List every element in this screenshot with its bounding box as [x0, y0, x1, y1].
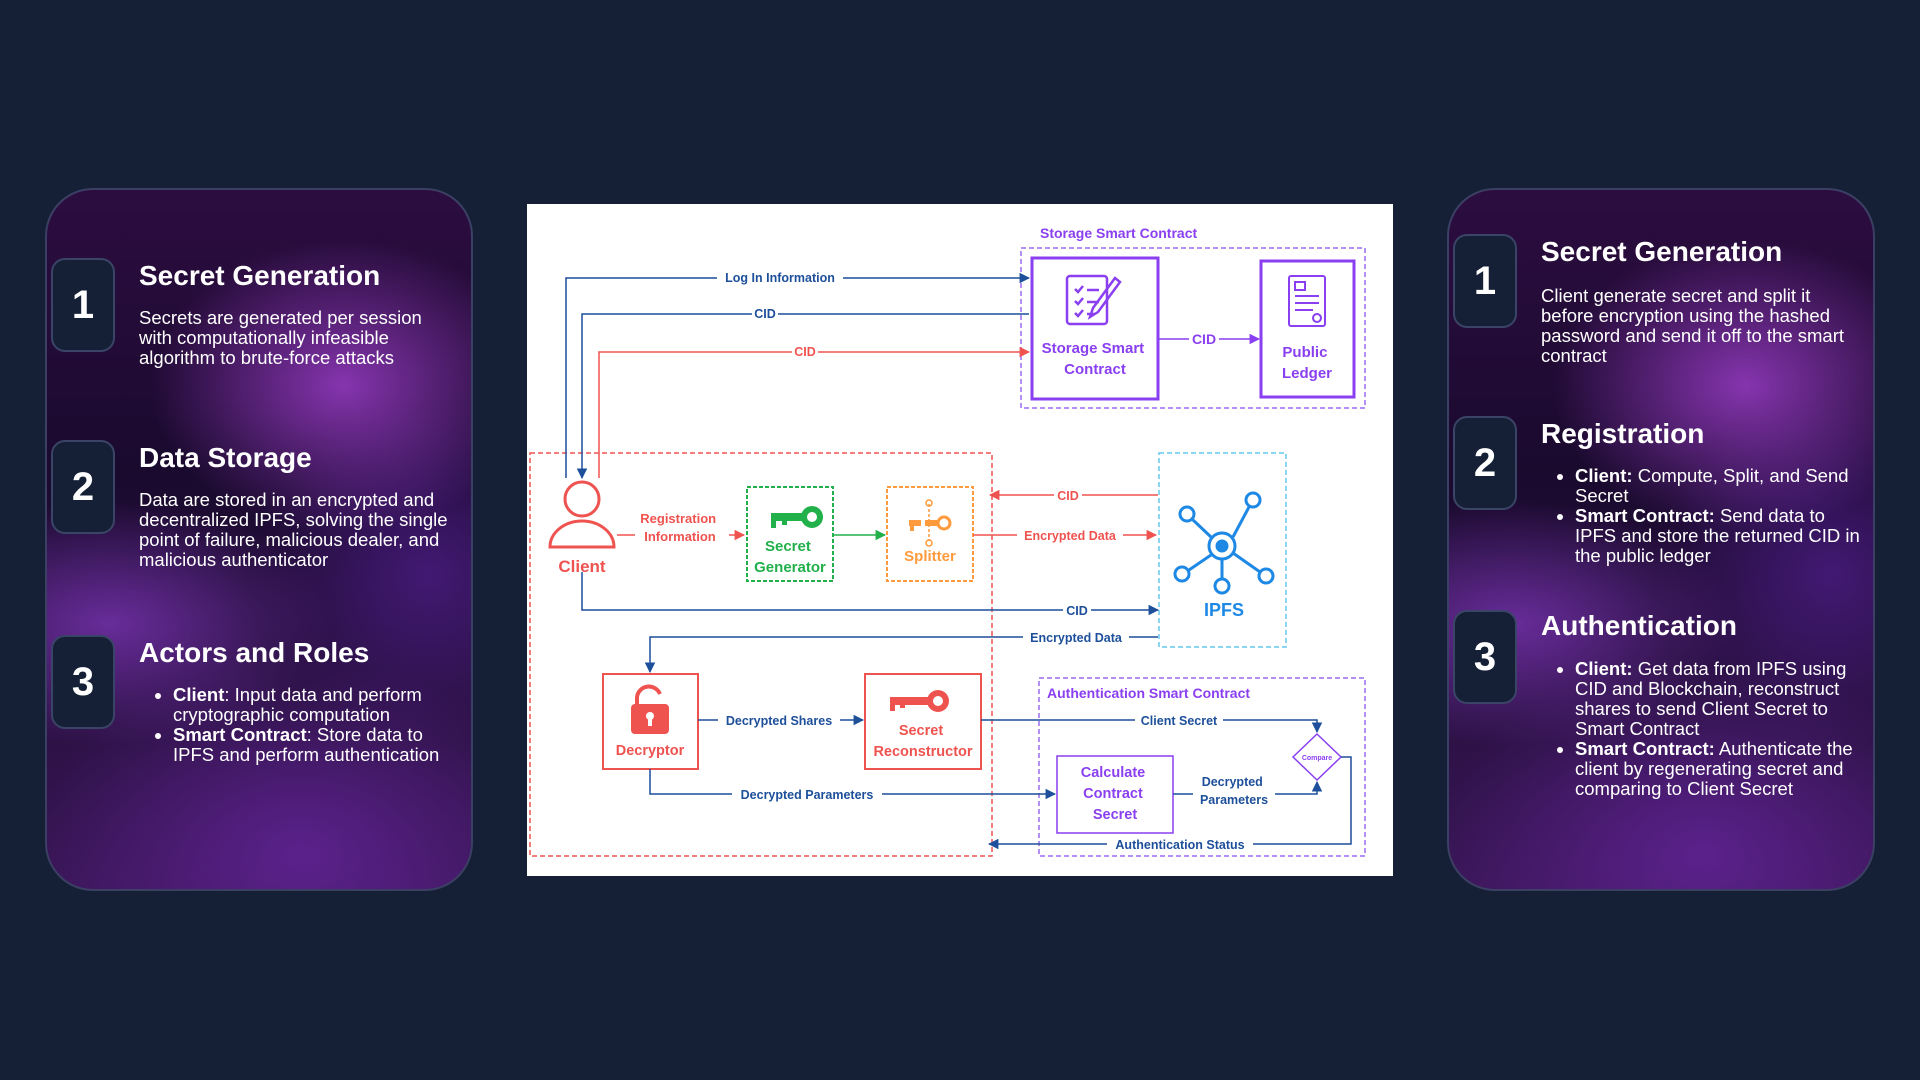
client-group — [529, 452, 993, 857]
public-ledger-node — [1259, 259, 1356, 399]
cid-red-label: CID — [794, 345, 816, 359]
storage-contract-node — [1030, 256, 1160, 401]
cid-ledger-label: CID — [1192, 331, 1216, 347]
cid-blue-arrow — [576, 313, 1029, 480]
client-secret-arrow — [981, 719, 1323, 734]
bullet-item: Client: Compute, Split, and Send Secret — [1575, 466, 1861, 506]
decrypted-parameters-2-label: Decrypted Parameters — [1200, 775, 1268, 807]
step-number-badge: 1 — [1453, 234, 1517, 328]
client-label: Client — [558, 557, 606, 576]
client-user-icon — [548, 480, 616, 549]
secret-generator-label: Secret Generator — [754, 538, 826, 576]
public-ledger-label: Public Ledger — [1282, 344, 1332, 382]
section-body: Client generate secret and split it befo… — [1541, 285, 1845, 366]
secret-reconstructor-label: Secret Reconstructor — [873, 723, 972, 760]
step-number-badge: 2 — [1453, 416, 1517, 510]
auth-group-label: Authentication Smart Contract — [1047, 685, 1250, 701]
step-number-badge: 2 — [51, 440, 115, 534]
secret-reconstructor-node — [864, 673, 982, 770]
decrypted-parameters-arrow — [649, 769, 1057, 800]
section-title: Secret Generation — [139, 260, 381, 291]
calculate-contract-secret-label: Calculate Contract Secret — [1081, 765, 1150, 823]
storage-group-label: Storage Smart Contract — [1040, 225, 1197, 241]
authentication-status-label: Authentication Status — [1115, 838, 1244, 852]
bullet-item: Smart Contract: Authenticate the client … — [1575, 739, 1861, 799]
bullet-item: Client: Input data and perform cryptogra… — [173, 685, 459, 725]
bullet-item: Smart Contract: Send data to IPFS and st… — [1575, 506, 1861, 566]
ledger-icon — [1288, 275, 1326, 327]
encrypted-to-ipfs-label: Encrypted Data — [1024, 529, 1117, 543]
left-info-panel: 1 Secret Generation Secrets are generate… — [45, 188, 473, 891]
cid-to-ipfs-arrow — [581, 572, 1160, 616]
section-title: Registration — [1541, 418, 1705, 449]
cid-red-arrow — [598, 346, 1031, 478]
section-title: Secret Generation — [1541, 236, 1783, 267]
encrypted-from-ipfs-arrow — [644, 636, 1158, 674]
calculate-contract-secret-node — [1056, 755, 1174, 834]
section-title: Actors and Roles — [139, 637, 370, 668]
log-in-label: Log In Information — [725, 271, 835, 285]
section-title: Data Storage — [139, 442, 312, 473]
step-number-badge: 1 — [51, 258, 115, 352]
ipfs-label: IPFS — [1204, 600, 1244, 620]
cid-from-ipfs-label: CID — [1057, 489, 1079, 503]
log-in-arrow — [565, 272, 1031, 478]
contract-icon — [1065, 274, 1122, 326]
right-info-panel: 1 Secret Generation Client generate secr… — [1447, 188, 1875, 891]
bullet-item: Smart Contract: Store data to IPFS and p… — [173, 725, 459, 765]
section-body: Secrets are generated per session with c… — [139, 307, 422, 368]
decrypted-shares-label: Decrypted Shares — [726, 714, 832, 728]
architecture-diagram: Storage Smart Contract Authentication Sm… — [527, 204, 1393, 876]
decryptor-label: Decryptor — [616, 743, 685, 759]
compare-label: Compare — [1302, 755, 1332, 762]
cid-to-ipfs-label: CID — [1066, 604, 1088, 618]
decrypted-parameters-label: Decrypted Parameters — [741, 788, 874, 802]
auth-contract-group — [1038, 677, 1366, 857]
splitter-label: Splitter — [904, 548, 956, 565]
ipfs-network-icon — [1173, 491, 1275, 595]
unlock-icon — [631, 684, 669, 734]
encrypted-from-ipfs-label: Encrypted Data — [1030, 631, 1123, 645]
storage-contract-group — [1020, 247, 1366, 409]
section-bullets: Client: Get data from IPFS using CID and… — [1541, 659, 1861, 799]
storage-contract-label: Storage Smart Contract — [1042, 340, 1149, 378]
cid-blue-label: CID — [754, 307, 776, 321]
section-title: Authentication — [1541, 610, 1737, 641]
section-bullets: Client: Compute, Split, and Send Secret … — [1541, 466, 1861, 566]
step-number-badge: 3 — [51, 635, 115, 729]
section-bullets: Client: Input data and perform cryptogra… — [139, 685, 459, 765]
splitter-node — [886, 486, 974, 582]
ipfs-group — [1158, 452, 1287, 648]
splitter-icon — [909, 499, 952, 547]
step-number-badge: 3 — [1453, 610, 1517, 704]
secret-generator-node — [746, 486, 834, 582]
bullet-item: Client: Get data from IPFS using CID and… — [1575, 659, 1861, 739]
compare-node — [1291, 732, 1343, 782]
section-body: Data are stored in an encrypted and dece… — [139, 489, 448, 570]
registration-label: Registration Information — [640, 511, 719, 544]
client-secret-label: Client Secret — [1141, 714, 1218, 728]
